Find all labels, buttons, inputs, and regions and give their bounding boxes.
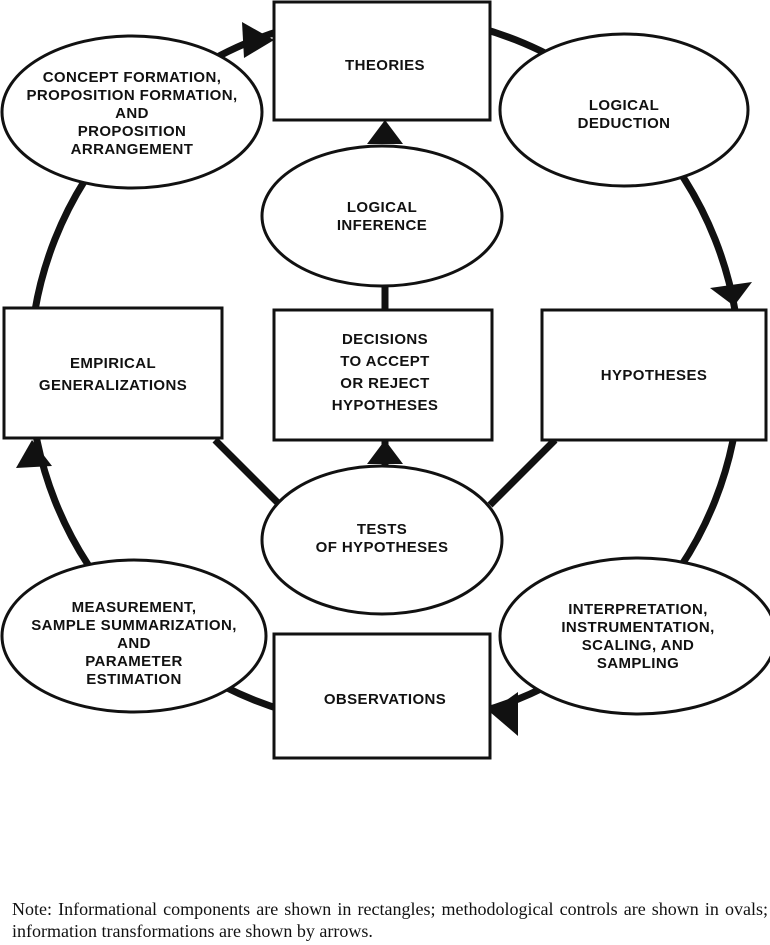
logical-inference-line-2: INFERENCE [337, 217, 427, 234]
theories-box: THEORIES [272, 0, 492, 122]
theories-label: THEORIES [345, 57, 425, 74]
logical-inference-oval: LOGICAL INFERENCE [260, 144, 504, 288]
decisions-line-3: OR REJECT [340, 375, 429, 392]
measurement-oval: MEASUREMENT, SAMPLE SUMMARIZATION, AND P… [0, 558, 268, 714]
interpretation-line-4: SAMPLING [597, 655, 679, 672]
logical-deduction-line-1: LOGICAL [589, 97, 659, 114]
logical-inference-line-1: LOGICAL [347, 199, 417, 216]
measurement-line-3: AND [117, 635, 151, 652]
decisions-line-4: HYPOTHESES [332, 397, 439, 414]
decisions-box: DECISIONS TO ACCEPT OR REJECT HYPOTHESES [272, 308, 494, 442]
empirical-generalizations-line-2: GENERALIZATIONS [39, 377, 187, 394]
empirical-generalizations-line-1: EMPIRICAL [70, 355, 156, 372]
concept-formation-oval: CONCEPT FORMATION, PROPOSITION FORMATION… [0, 34, 264, 190]
concept-formation-line-4: PROPOSITION [78, 123, 187, 140]
measurement-line-2: SAMPLE SUMMARIZATION, [31, 617, 237, 634]
empirical-generalizations-box: EMPIRICAL GENERALIZATIONS [2, 306, 224, 440]
arrow-to-theories [242, 22, 274, 58]
arrow-to-decisions [367, 440, 403, 464]
measurement-line-4: PARAMETER [85, 653, 183, 670]
tests-line-1: TESTS [357, 521, 407, 538]
interpretation-line-2: INSTRUMENTATION, [561, 619, 714, 636]
logical-deduction-line-2: DEDUCTION [578, 115, 671, 132]
measurement-line-5: ESTIMATION [86, 671, 181, 688]
tests-to-generalizations-link [212, 437, 283, 508]
hypotheses-box: HYPOTHESES [540, 308, 768, 442]
tests-line-2: OF HYPOTHESES [316, 539, 449, 556]
arrow-to-observations [490, 692, 518, 736]
concept-formation-line-5: ARRANGEMENT [71, 141, 194, 158]
note-caption: Note: Informational components are shown… [12, 899, 768, 941]
arrow-to-theories-from-inference [367, 120, 403, 144]
interpretation-line-3: SCALING, AND [582, 637, 695, 654]
concept-formation-line-2: PROPOSITION FORMATION, [26, 87, 237, 104]
concept-formation-line-1: CONCEPT FORMATION, [43, 69, 222, 86]
concept-formation-line-3: AND [115, 105, 149, 122]
interpretation-line-1: INTERPRETATION, [568, 601, 708, 618]
observations-label: OBSERVATIONS [324, 691, 446, 708]
tests-to-hypotheses-link [487, 437, 558, 508]
arrow-to-generalizations [16, 440, 52, 468]
measurement-line-1: MEASUREMENT, [72, 599, 197, 616]
decisions-line-1: DECISIONS [342, 331, 428, 348]
tests-oval: TESTS OF HYPOTHESES [260, 464, 504, 616]
observations-box: OBSERVATIONS [272, 632, 492, 760]
arrow-to-hypotheses [710, 282, 752, 306]
interpretation-oval: INTERPRETATION, INSTRUMENTATION, SCALING… [498, 556, 770, 716]
decisions-line-2: TO ACCEPT [340, 353, 429, 370]
hypotheses-label: HYPOTHESES [601, 367, 708, 384]
logical-deduction-oval: LOGICAL DEDUCTION [498, 32, 750, 188]
